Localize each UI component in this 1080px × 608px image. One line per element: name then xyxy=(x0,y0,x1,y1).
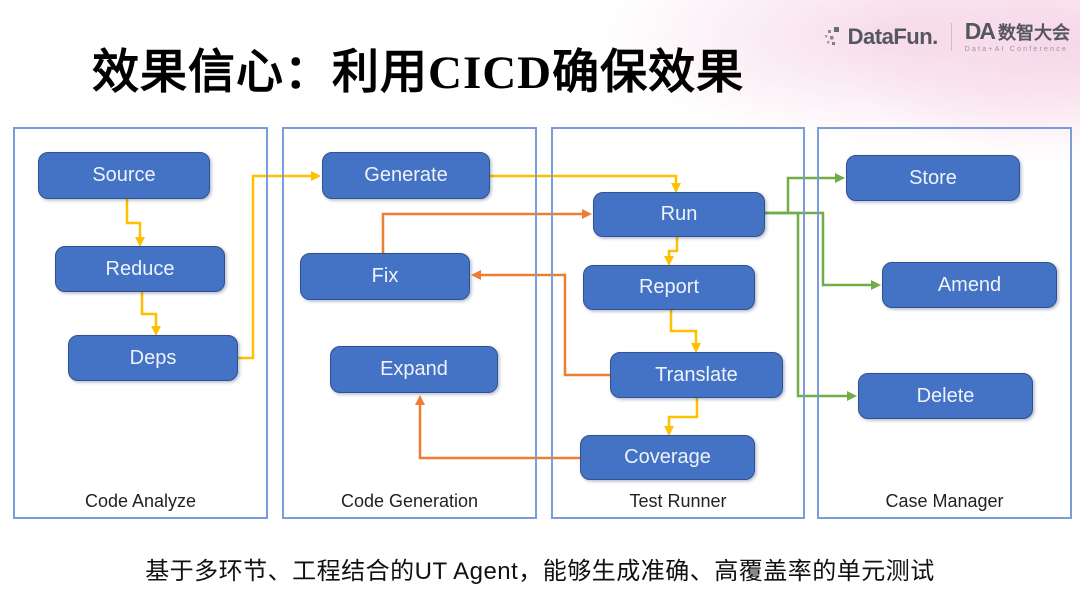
node-run: Run xyxy=(593,192,765,237)
conference-logo-cn: 数智大会 xyxy=(998,23,1070,43)
datafun-pixel-icon xyxy=(824,26,839,45)
conference-logo-da: DA xyxy=(964,18,996,44)
logo-divider xyxy=(950,22,952,51)
node-delete: Delete xyxy=(858,373,1033,419)
datafun-wordmark: DataFun. xyxy=(847,23,939,49)
node-fix: Fix xyxy=(300,253,470,300)
node-generate: Generate xyxy=(322,152,490,199)
panel-code-analyze: Code Analyze xyxy=(13,127,268,519)
node-translate: Translate xyxy=(610,352,783,398)
panel-test-runner: Test Runner xyxy=(551,127,805,519)
header-logos: DataFun. DA 数智大会 Data+AI Conference xyxy=(824,18,1070,54)
node-amend: Amend xyxy=(882,262,1057,308)
panel-label-code-analyze: Code Analyze xyxy=(84,491,197,511)
panel-code-generation: Code Generation xyxy=(282,127,537,519)
node-source: Source xyxy=(38,152,210,199)
node-store: Store xyxy=(846,155,1020,201)
node-expand: Expand xyxy=(330,346,498,393)
panel-label-code-generation: Code Generation xyxy=(340,491,479,511)
panel-case-manager: Case Manager xyxy=(817,127,1072,519)
node-coverage: Coverage xyxy=(580,435,755,480)
node-deps: Deps xyxy=(68,335,238,381)
bottom-caption: 基于多环节、工程结合的UT Agent，能够生成准确、高覆盖率的单元测试 xyxy=(145,558,935,585)
conference-logo: DA 数智大会 Data+AI Conference xyxy=(964,18,1070,54)
conference-logo-sub: Data+AI Conference xyxy=(964,46,1068,53)
page-title: 效果信心：利用CICD确保效果 xyxy=(92,47,745,99)
panel-label-test-runner: Test Runner xyxy=(629,491,727,511)
datafun-logo: DataFun. xyxy=(824,23,939,50)
node-reduce: Reduce xyxy=(55,246,225,292)
panel-label-case-manager: Case Manager xyxy=(885,491,1004,511)
node-report: Report xyxy=(583,265,755,310)
